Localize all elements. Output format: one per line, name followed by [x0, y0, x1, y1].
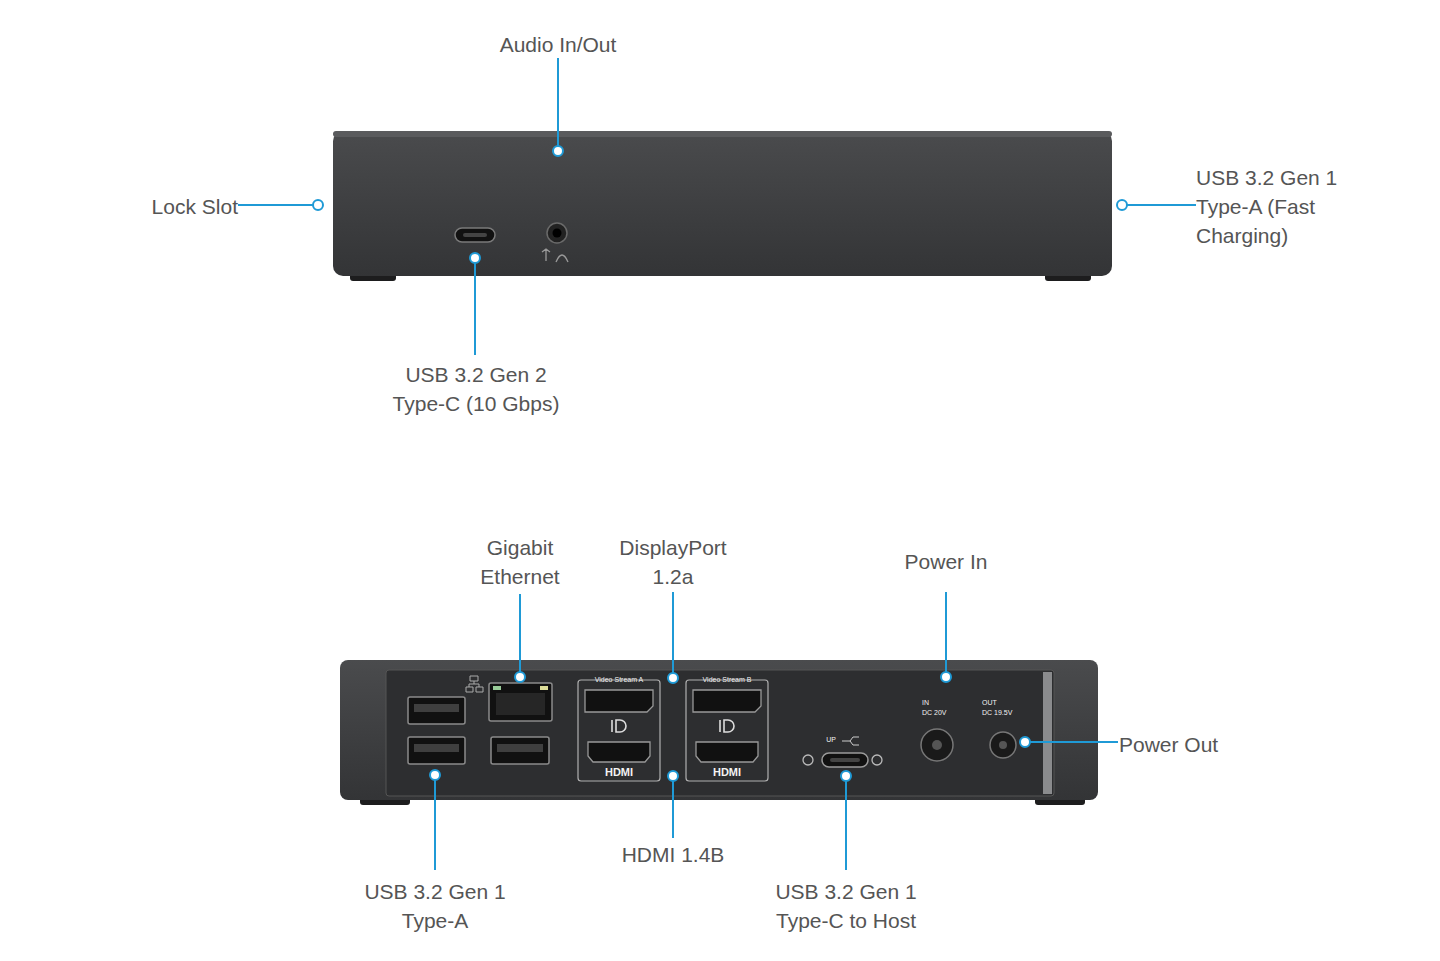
- leader-line: [1030, 741, 1118, 743]
- leader-line: [672, 781, 674, 838]
- port-marking: Video Stream B: [686, 675, 768, 685]
- leader-dot: [668, 771, 678, 781]
- leader-dot: [470, 253, 480, 263]
- screw-hole: [872, 755, 882, 765]
- usb-a-port: [408, 697, 465, 724]
- leader-line: [845, 781, 847, 870]
- power-out-jack: [990, 732, 1016, 758]
- callout-label: USB 3.2 Gen 1 Type-C to Host: [757, 877, 935, 935]
- port-marking: DC 20V: [922, 708, 962, 718]
- power-pin: [999, 741, 1007, 749]
- usb-c-tongue: [830, 758, 860, 762]
- power-pin: [932, 740, 942, 750]
- port-marking: OUT: [982, 698, 1012, 708]
- callout-label: Gigabit Ethernet: [465, 533, 575, 591]
- dock-front: [333, 131, 1112, 281]
- port-marking: IN: [922, 698, 952, 708]
- network-icon: [466, 676, 483, 692]
- usb-a-tongue: [414, 704, 459, 712]
- ethernet-port: [489, 683, 552, 721]
- audio-icon: [542, 249, 568, 262]
- leader-line: [519, 594, 521, 672]
- leader-dot: [1020, 737, 1030, 747]
- ethernet-led: [493, 686, 501, 690]
- callout-label: USB 3.2 Gen 2 Type-C (10 Gbps): [379, 360, 574, 418]
- leader-line: [434, 780, 436, 870]
- leader-line: [945, 592, 947, 672]
- leader-line: [672, 592, 674, 673]
- port-marking: UP: [821, 735, 841, 745]
- dock-body: [340, 660, 1098, 800]
- leader-dot: [841, 771, 851, 781]
- screw-hole: [803, 755, 813, 765]
- port-marking: HDMI: [697, 765, 757, 780]
- audio-jack: [547, 223, 567, 243]
- usb-icon: [842, 737, 859, 745]
- leaders: [238, 58, 1196, 870]
- usb-c-port: [822, 753, 868, 767]
- ethernet-socket: [496, 693, 545, 715]
- leader-line: [474, 263, 476, 355]
- displayport-logo: [612, 720, 626, 732]
- ethernet-led: [540, 686, 548, 690]
- video-group-frame: [686, 680, 768, 781]
- callout-label: Power Out: [1119, 730, 1259, 759]
- port-marking: HDMI: [589, 765, 649, 780]
- leader-line: [1127, 204, 1196, 206]
- leader-dot: [941, 672, 951, 682]
- callout-label: HDMI 1.4B: [603, 840, 743, 869]
- audio-jack-hole: [553, 229, 562, 238]
- hdmi-port: [588, 742, 650, 762]
- hdmi-port: [696, 742, 758, 762]
- video-group-frame: [578, 680, 660, 781]
- dock-body: [333, 131, 1112, 276]
- usb-a-port: [408, 737, 465, 764]
- leader-dot: [1117, 200, 1127, 210]
- leader-line: [238, 204, 313, 206]
- back-panel: [386, 670, 1054, 796]
- callout-label: USB 3.2 Gen 1 Type-A (Fast Charging): [1196, 163, 1364, 250]
- callout-label: Power In: [881, 547, 1011, 576]
- displayport-port: [693, 690, 761, 712]
- callout-label: DisplayPort 1.2a: [608, 533, 738, 591]
- dock-back: [340, 660, 1098, 805]
- dock-edge: [333, 131, 1112, 137]
- usb-c-port: [455, 228, 495, 242]
- callout-label: Audio In/Out: [448, 30, 668, 59]
- displayport-port: [585, 690, 653, 712]
- port-marking: Video Stream A: [578, 675, 660, 685]
- displayport-logo: [720, 720, 734, 732]
- leader-dot: [515, 672, 525, 682]
- leader-dot: [553, 146, 563, 156]
- callout-label: USB 3.2 Gen 1 Type-A: [353, 877, 518, 935]
- leader-dot: [313, 200, 323, 210]
- leader-dot: [668, 673, 678, 683]
- leader-line: [557, 58, 559, 146]
- usb-c-tongue: [463, 233, 487, 237]
- callout-label: Lock Slot: [98, 192, 238, 221]
- usb-a-tongue: [414, 744, 459, 752]
- panel-edge: [1043, 672, 1052, 794]
- usb-a-port: [491, 737, 549, 764]
- port-marking: DC 19.5V: [982, 708, 1032, 718]
- power-in-jack: [921, 729, 953, 761]
- leader-dot: [430, 770, 440, 780]
- usb-a-tongue: [497, 744, 543, 752]
